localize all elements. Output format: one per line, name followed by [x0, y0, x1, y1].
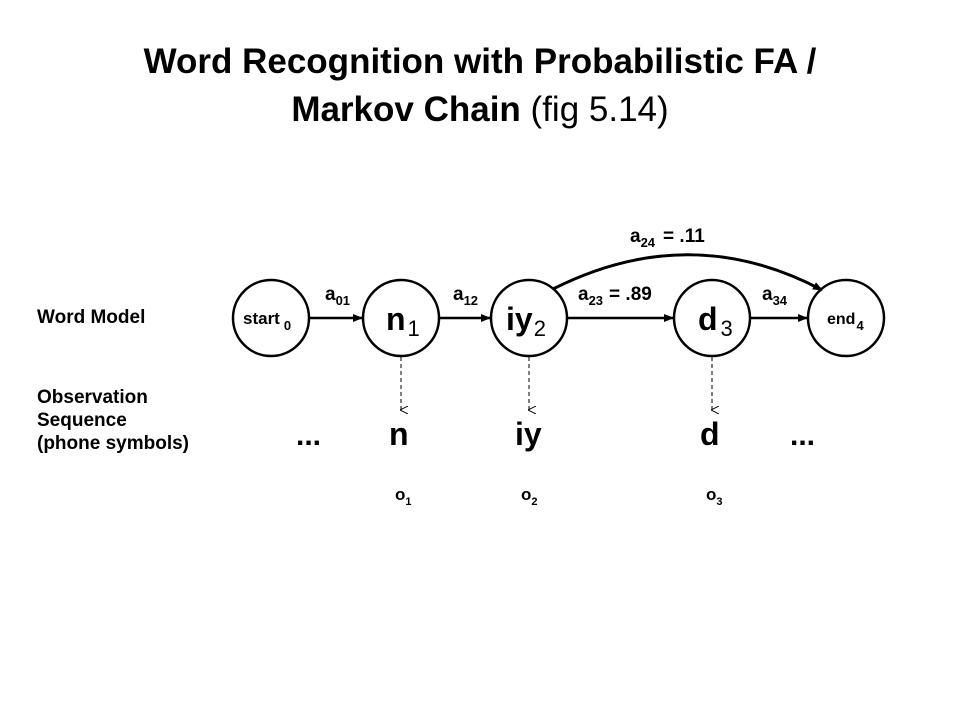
title-bold-part: Markov Chain	[291, 90, 521, 129]
transition-arrow-24	[552, 253, 823, 292]
transition-label-34: a34	[762, 284, 788, 308]
row-label-sequence: Sequence	[37, 410, 127, 431]
observation-symbol-o1: o1	[395, 485, 412, 508]
transition-label-23: a23= .89	[578, 284, 652, 308]
observation-ellipsis-right: ...	[790, 419, 815, 452]
row-label-word-model: Word Model	[37, 307, 145, 328]
observation-ellipsis-left: ...	[296, 419, 321, 452]
state-iy-label: iy2	[506, 301, 546, 341]
state-end-circle	[806, 278, 886, 358]
state-end-label: end4	[827, 311, 864, 333]
slide-title: Word Recognition with Probabilistic FA /…	[0, 38, 960, 134]
row-label-observation: Observation	[37, 387, 148, 408]
transition-label-24: a24= .11	[630, 226, 705, 250]
title-line-1: Word Recognition with Probabilistic FA /	[143, 42, 817, 81]
observation-phone-d: d	[700, 416, 720, 452]
observation-phone-n: n	[389, 416, 409, 452]
observation-phone-iy: iy	[515, 416, 542, 452]
transition-label-12: a12	[453, 284, 478, 308]
observation-symbol-o3: o3	[706, 485, 723, 508]
title-figure-ref: (fig 5.14)	[530, 90, 669, 129]
transition-label-01: a01	[325, 284, 350, 308]
row-label-phone-symbols: (phone symbols)	[37, 433, 189, 454]
state-n-label: n1	[386, 301, 420, 341]
title-line-2: Markov Chain (fig 5.14)	[0, 86, 960, 134]
observation-symbol-o2: o2	[521, 485, 538, 508]
